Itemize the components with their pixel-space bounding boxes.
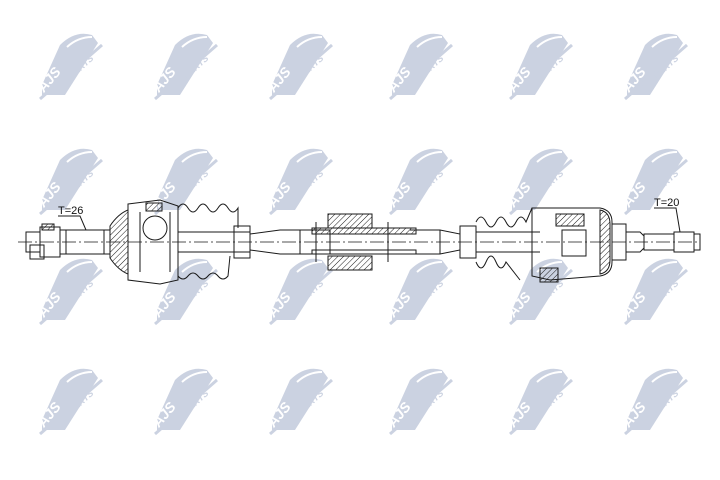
- right-leader: [654, 207, 681, 233]
- right-tripod-joint: [531, 207, 613, 283]
- left-cv-joint: [109, 199, 179, 285]
- left-leader: [58, 215, 87, 231]
- left-boot: [177, 203, 251, 280]
- left-spline-label: T=26: [58, 205, 83, 217]
- left-spline-stub: [25, 223, 111, 260]
- right-spline-stub: [611, 223, 701, 261]
- right-boot: [459, 207, 540, 281]
- right-spline-label: T=20: [654, 197, 679, 209]
- center-damper: [311, 213, 417, 271]
